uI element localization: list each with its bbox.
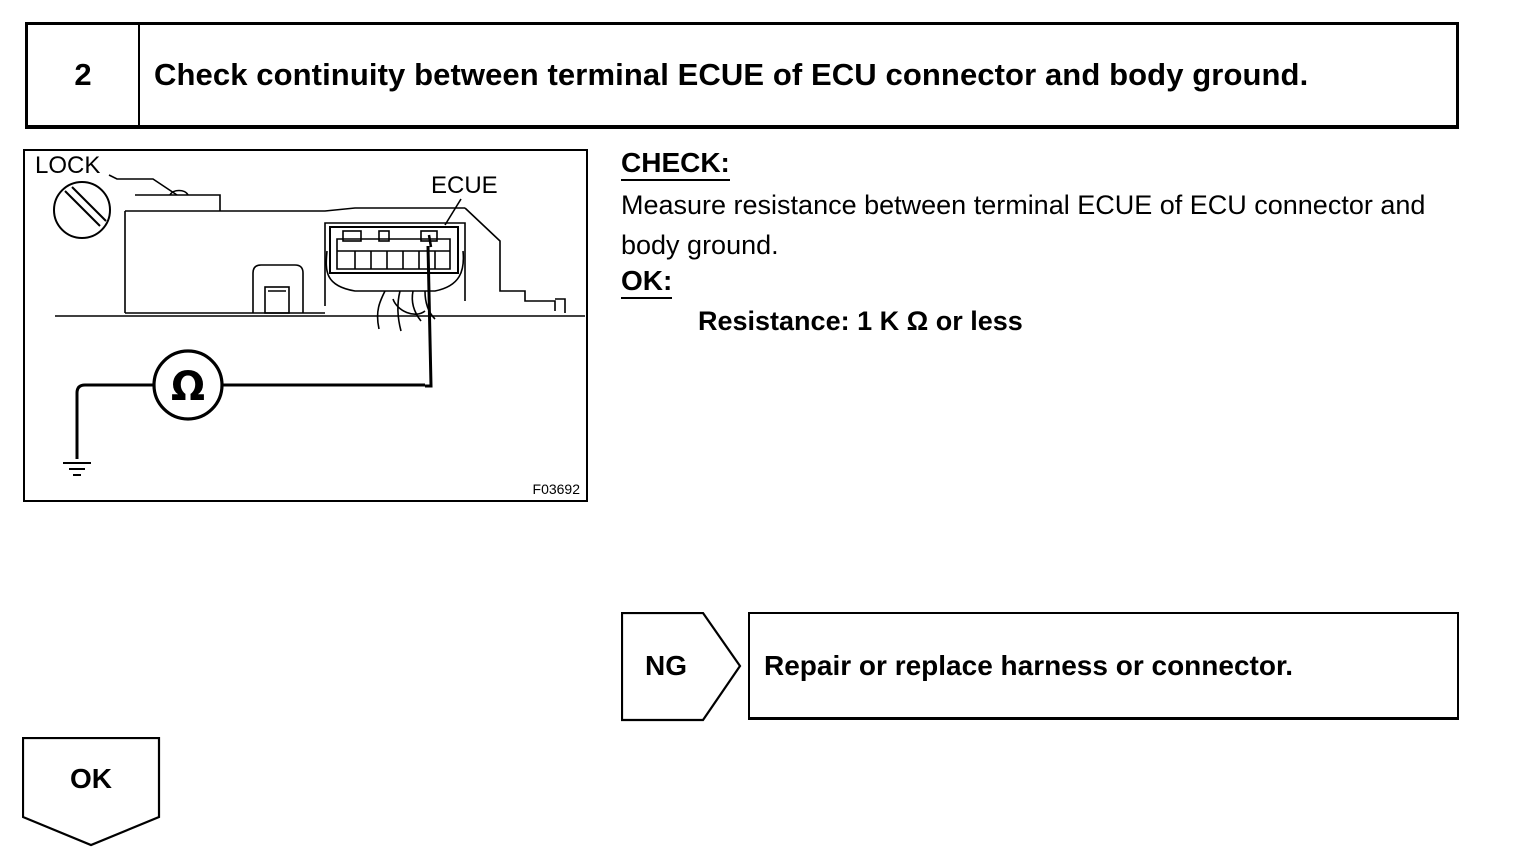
ohm-symbol: Ω (171, 364, 205, 410)
wiring-illustration: LOCK ECUE Ω F03692 (23, 149, 588, 502)
figure-id: F03692 (533, 481, 581, 497)
ng-action: Repair or replace harness or connector. (748, 612, 1459, 720)
lock-label: LOCK (35, 152, 100, 179)
resistance-spec: Resistance: 1 K Ω or less (698, 306, 1023, 336)
check-text: Measure resistance between terminal ECUE… (621, 190, 1426, 260)
check-instructions: CHECK: Measure resistance between termin… (621, 147, 1491, 341)
terminal-label: ECUE (431, 172, 498, 199)
step-number: 2 (28, 25, 140, 125)
ok-label: OK (70, 763, 112, 794)
check-heading: CHECK: (621, 147, 730, 181)
ok-heading: OK: (621, 265, 673, 299)
ecu-connector-drawing: LOCK ECUE Ω F03692 (35, 152, 585, 497)
lock-icon (53, 181, 111, 239)
ng-label: NG (645, 650, 687, 681)
step-header: 2 Check continuity between terminal ECUE… (25, 22, 1459, 129)
ok-arrow-shape (22, 737, 161, 847)
step-title: Check continuity between terminal ECUE o… (154, 57, 1309, 92)
ng-arrow-shape (621, 612, 742, 722)
